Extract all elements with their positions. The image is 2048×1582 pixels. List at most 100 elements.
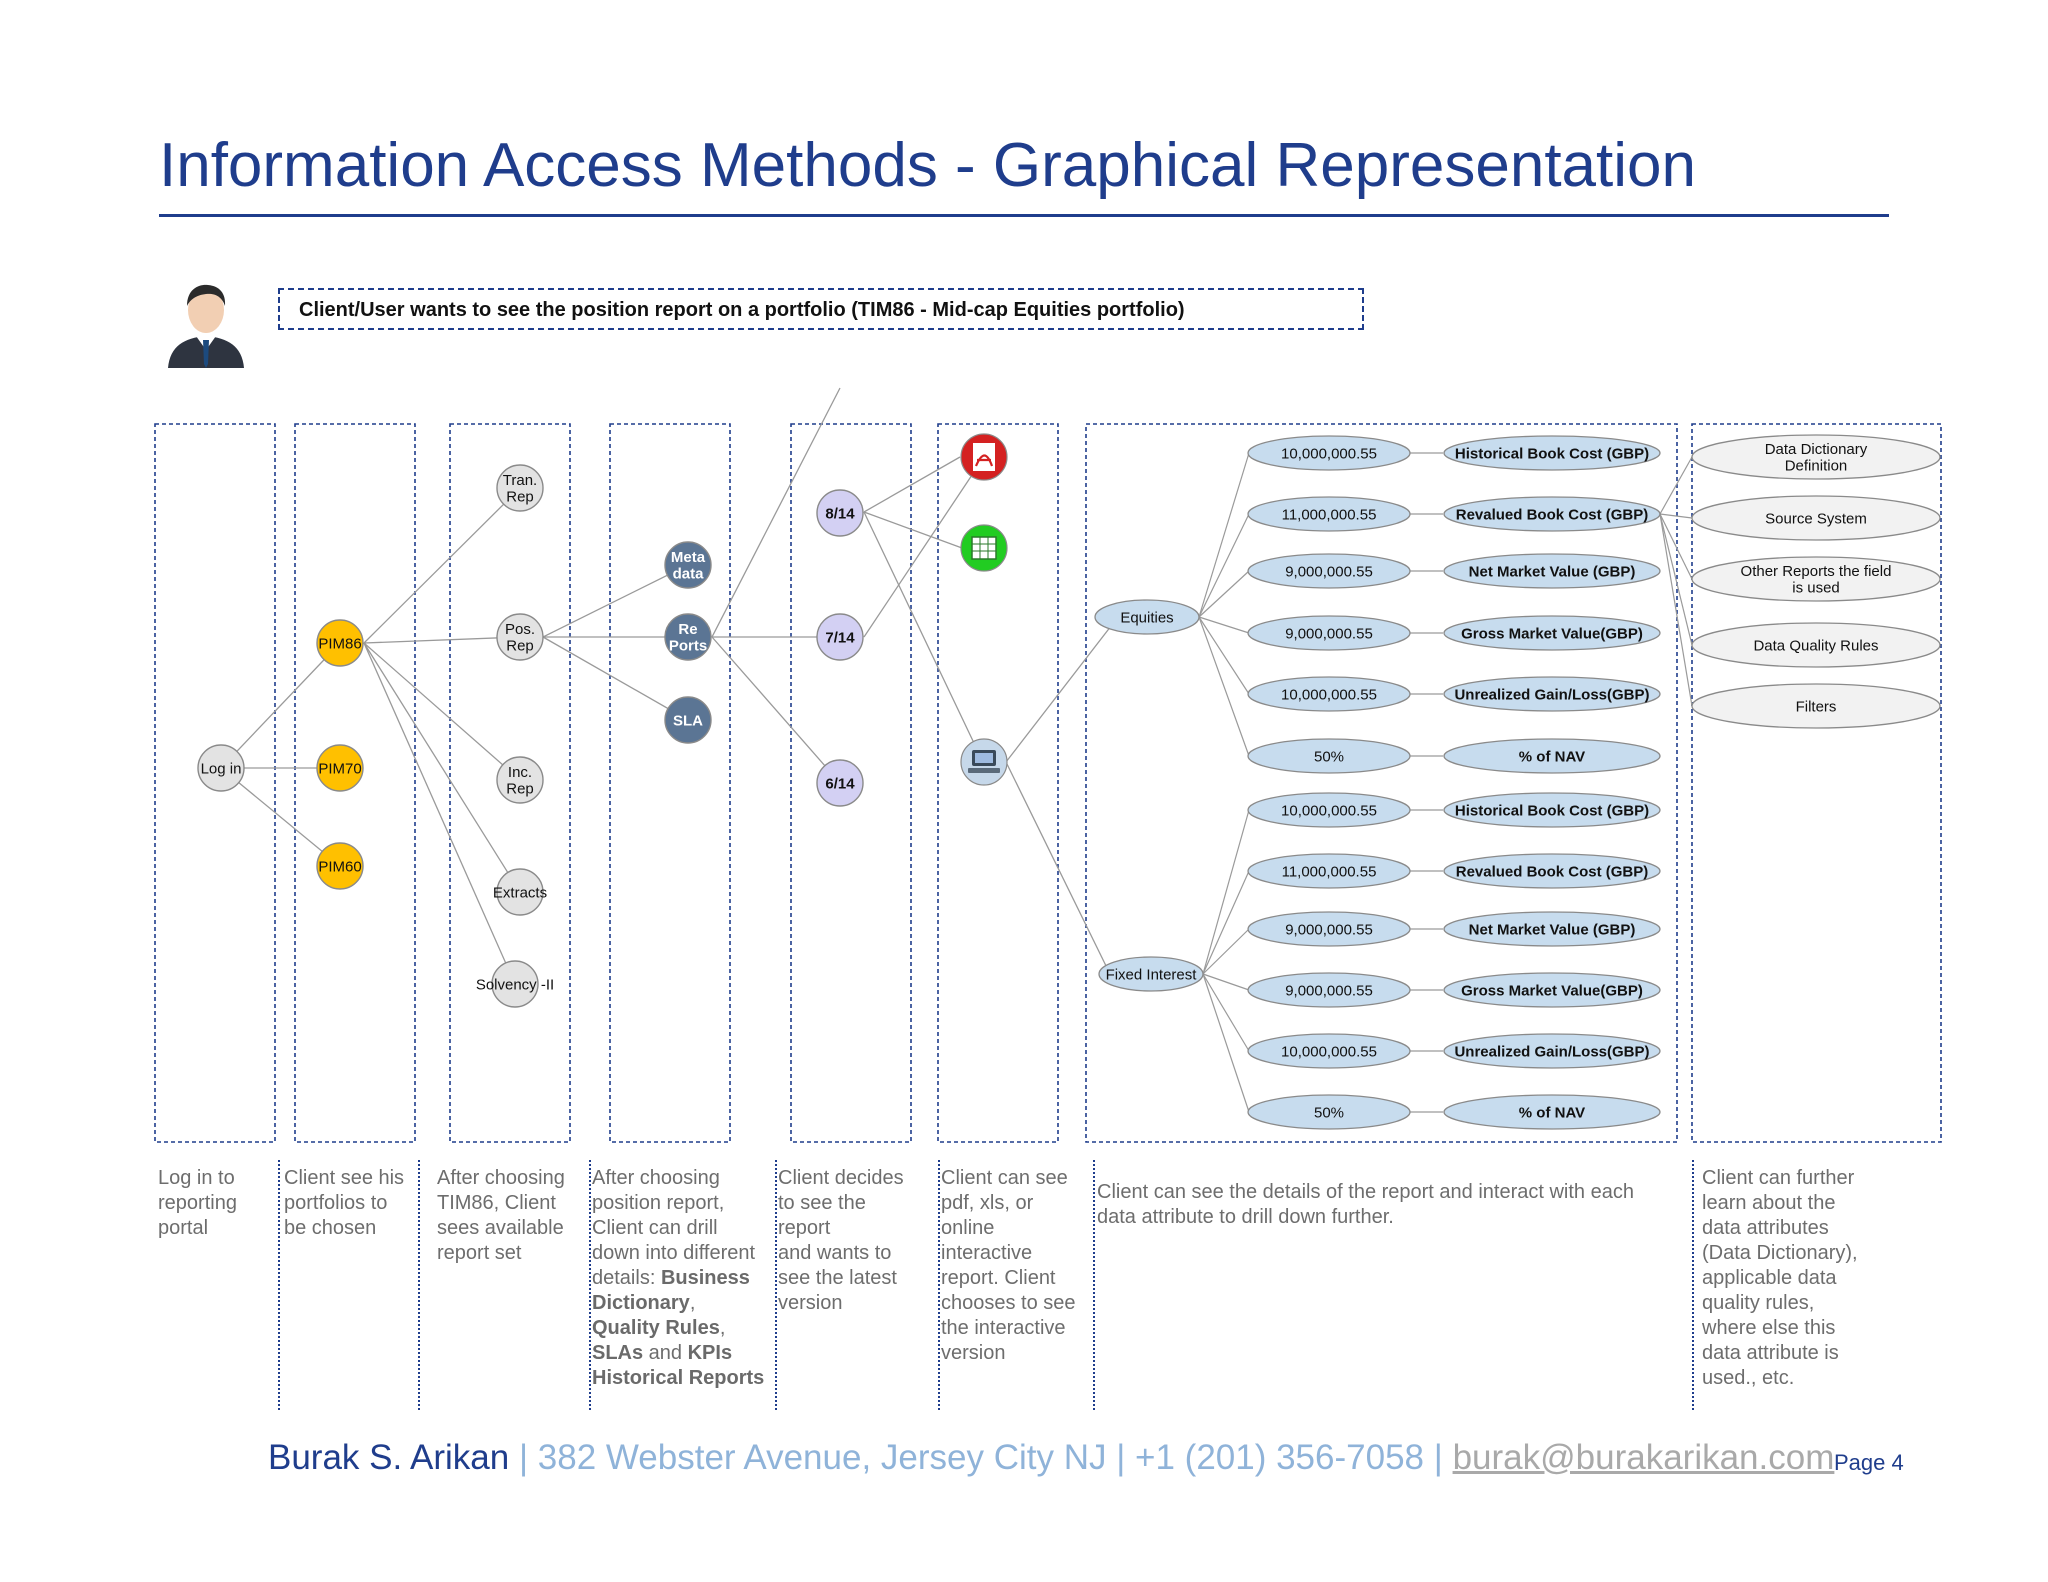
excel-icon[interactable] — [960, 524, 1008, 572]
equities-value-6[interactable] — [1247, 738, 1411, 774]
footer: Burak S. Arikan | 382 Webster Avenue, Je… — [268, 1438, 1834, 1478]
equities-field-2[interactable] — [1443, 496, 1661, 532]
node-inc-rep-shape[interactable] — [496, 756, 544, 804]
node-extracts-shape[interactable] — [496, 868, 544, 916]
equities-field-4[interactable] — [1443, 615, 1661, 651]
footer-email-link[interactable]: burak@burakarikan.com — [1452, 1438, 1835, 1477]
node-portfolio-pim86-label: PIM86 — [318, 635, 361, 652]
node-sla-shape[interactable] — [664, 696, 712, 744]
fixed-interest-field-1[interactable] — [1443, 792, 1661, 828]
attribute-info-4[interactable] — [1691, 622, 1941, 668]
node-metadata-shape[interactable] — [664, 541, 712, 589]
node-version-2-shape[interactable] — [816, 613, 864, 661]
equities-field-6[interactable] — [1443, 738, 1661, 774]
fixed-interest-field-2-label: Revalued Book Cost (GBP) — [1456, 863, 1649, 880]
node-portfolio-pim60-shape[interactable] — [316, 842, 364, 890]
pdf-page-glyph — [973, 443, 995, 471]
equities-field-3[interactable] — [1443, 553, 1661, 589]
attribute-info-2[interactable] — [1691, 495, 1941, 541]
node-login[interactable] — [197, 744, 245, 792]
equities-value-2[interactable] — [1247, 496, 1411, 532]
node-version-3[interactable] — [816, 759, 864, 807]
fixed-interest-field-3-label: Net Market Value (GBP) — [1469, 921, 1636, 938]
equities-value-4[interactable] — [1247, 615, 1411, 651]
node-extracts[interactable] — [496, 868, 544, 916]
description-login: Log in to reporting portal — [158, 1167, 237, 1239]
node-inc-rep[interactable] — [496, 756, 544, 804]
fixed-interest-value-4[interactable] — [1247, 972, 1411, 1008]
node-portfolio-pim86[interactable] — [316, 619, 364, 667]
attribute-info-5[interactable] — [1691, 683, 1941, 729]
fixed-interest-field-4[interactable] — [1443, 972, 1661, 1008]
node-portfolio-pim70-shape[interactable] — [316, 744, 364, 792]
description-historical-reports: Historical Reports — [592, 1367, 765, 1389]
fixed-interest-value-3[interactable] — [1247, 911, 1411, 947]
node-version-3-shape[interactable] — [816, 759, 864, 807]
node-solvency-label: Solvency -II — [476, 976, 554, 993]
node-portfolio-pim60[interactable] — [316, 842, 364, 890]
computer-icon[interactable] — [960, 738, 1008, 786]
node-equities-label: Equities — [1120, 609, 1173, 626]
equities-field-1[interactable] — [1443, 435, 1661, 471]
fixed-interest-field-3[interactable] — [1443, 911, 1661, 947]
node-equities[interactable] — [1094, 599, 1200, 635]
fixed-interest-value-6[interactable] — [1247, 1094, 1411, 1130]
node-tran-rep[interactable] — [496, 464, 544, 512]
equities-value-5-label: 10,000,000.55 — [1281, 686, 1377, 703]
description-separator — [278, 1160, 280, 1410]
equities-value-1[interactable] — [1247, 435, 1411, 471]
equities-value-2-label: 11,000,000.55 — [1282, 506, 1377, 523]
node-solvency[interactable] — [491, 960, 539, 1008]
node-reports-shape[interactable] — [664, 613, 712, 661]
fixed-interest-value-4-label: 9,000,000.55 — [1285, 982, 1373, 999]
fixed-interest-value-5[interactable] — [1247, 1033, 1411, 1069]
fixed-interest-field-5[interactable] — [1443, 1033, 1661, 1069]
column-frames — [154, 423, 1942, 1143]
description-slas: SLAs — [592, 1342, 644, 1364]
column-frame-report-details — [1085, 423, 1678, 1143]
node-portfolio-pim86-shape[interactable] — [316, 619, 364, 667]
description-formats: Client can see pdf, xls, or online inter… — [941, 1167, 1076, 1364]
fixed-interest-field-2[interactable] — [1443, 853, 1661, 889]
node-login-shape[interactable] — [197, 744, 245, 792]
node-login-label: Log in — [201, 760, 242, 777]
node-metadata[interactable] — [664, 541, 712, 589]
node-pos-rep-shape[interactable] — [496, 613, 544, 661]
footer-separator: | — [1424, 1438, 1453, 1477]
attribute-info-1[interactable] — [1691, 434, 1941, 480]
node-tran-rep-shape[interactable] — [496, 464, 544, 512]
fixed-interest-field-6[interactable] — [1443, 1094, 1661, 1130]
equities-value-5[interactable] — [1247, 676, 1411, 712]
fixed-interest-field-6-label: % of NAV — [1519, 1104, 1585, 1121]
node-fixed-interest[interactable] — [1098, 956, 1204, 992]
column-frame-attribute-info — [1691, 423, 1942, 1143]
description-separator — [775, 1160, 777, 1410]
description-report-details: Client can see the details of the report… — [1097, 1181, 1634, 1228]
description-business-dictionary: Business Dictionary — [592, 1267, 750, 1314]
equities-field-6-label: % of NAV — [1519, 748, 1585, 765]
node-version-1[interactable] — [816, 489, 864, 537]
pdf-icon[interactable] — [960, 433, 1008, 481]
node-solvency-shape[interactable] — [491, 960, 539, 1008]
fixed-interest-value-2[interactable] — [1247, 853, 1411, 889]
attribute-info-3[interactable] — [1691, 556, 1941, 602]
fixed-interest-field-1-label: Historical Book Cost (GBP) — [1455, 802, 1649, 819]
node-tran-rep-label: Tran.Rep — [503, 472, 537, 506]
equities-field-1-label: Historical Book Cost (GBP) — [1455, 445, 1649, 462]
node-portfolio-pim70[interactable] — [316, 744, 364, 792]
footer-phone: +1 (201) 356-7058 — [1135, 1438, 1425, 1477]
node-version-2[interactable] — [816, 613, 864, 661]
node-reports[interactable] — [664, 613, 712, 661]
equities-value-3[interactable] — [1247, 553, 1411, 589]
fixed-interest-value-1[interactable] — [1247, 792, 1411, 828]
equities-field-5[interactable] — [1443, 676, 1661, 712]
description-separator — [589, 1160, 591, 1410]
node-sla[interactable] — [664, 696, 712, 744]
column-frame-login — [154, 423, 276, 1143]
node-version-1-shape[interactable] — [816, 489, 864, 537]
node-pos-rep[interactable] — [496, 613, 544, 661]
footer-address: 382 Webster Avenue, Jersey City NJ — [537, 1438, 1107, 1477]
